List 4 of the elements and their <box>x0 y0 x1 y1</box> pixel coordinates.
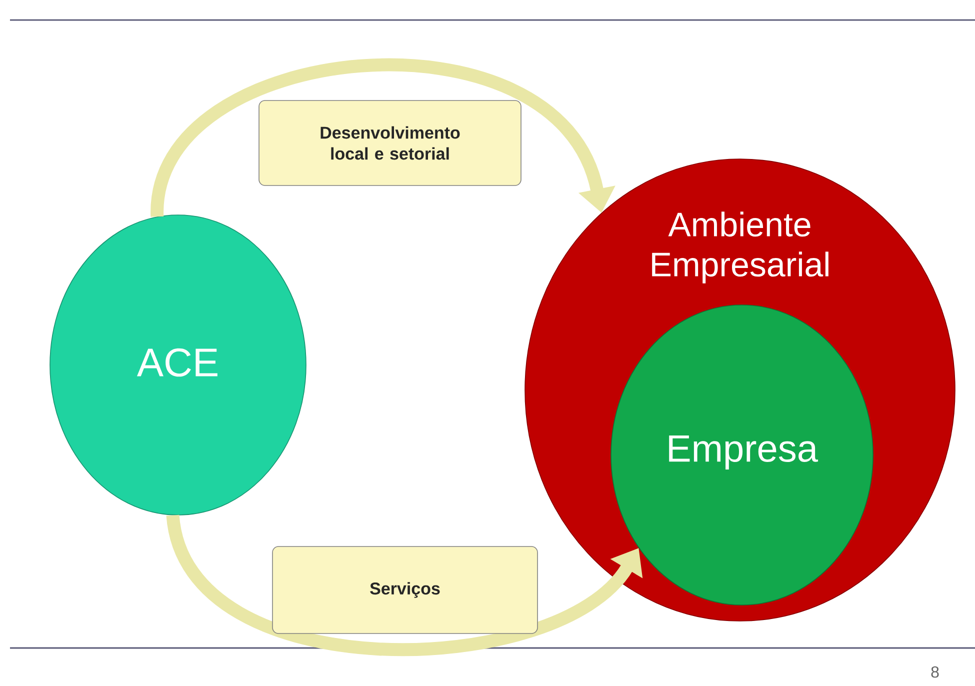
arrow <box>150 59 616 218</box>
edge-label: Serviços <box>272 546 538 634</box>
page-number: 8 <box>931 666 939 678</box>
edge-label: Desenvolvimento local e setorial <box>258 100 522 186</box>
